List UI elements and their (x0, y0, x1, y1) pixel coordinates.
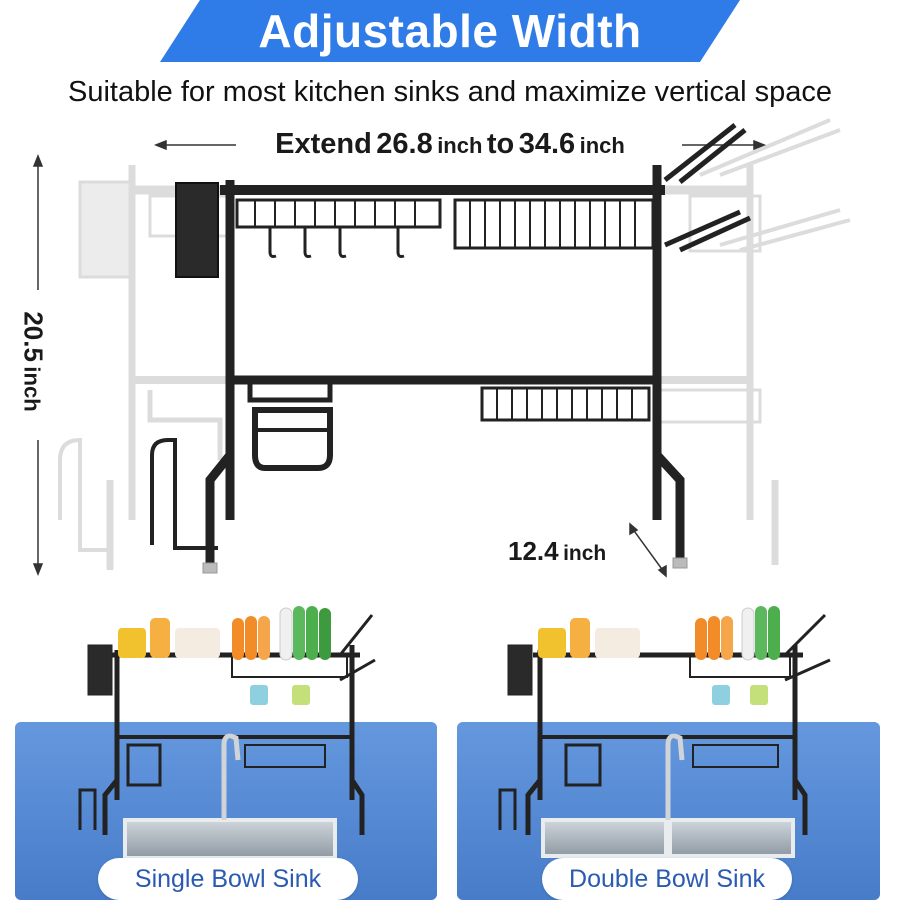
height-dimension-label: 20.5 inch (18, 267, 49, 457)
page-title: Adjustable Width (258, 5, 642, 57)
depth-unit: inch (563, 542, 607, 565)
double-sink-basin-right (668, 818, 795, 858)
single-bowl-sink-label: Single Bowl Sink (98, 858, 358, 900)
width-max-value: 34.6 (518, 128, 576, 160)
depth-value: 12.4 (508, 536, 559, 566)
faucet-single (221, 733, 241, 820)
main-rack (150, 123, 752, 574)
width-unit-2: inch (579, 133, 625, 158)
depth-dimension-line (629, 522, 667, 578)
width-unit-1: inch (437, 133, 483, 158)
width-min-value: 26.8 (376, 128, 433, 160)
double-sink-basin-left (541, 818, 668, 858)
title-banner (160, 0, 740, 62)
width-to: to (486, 128, 515, 160)
height-unit: inch (19, 366, 45, 412)
page-subtitle: Suitable for most kitchen sinks and maxi… (68, 76, 832, 108)
width-dimension-line (153, 139, 767, 151)
depth-dimension-label: 12.4 inch (508, 536, 606, 567)
faucet-double (665, 733, 685, 820)
height-value: 20.5 (18, 311, 49, 362)
width-prefix: Extend (275, 128, 372, 160)
double-bowl-sink-label: Double Bowl Sink (542, 858, 792, 900)
width-dimension-label: Extend 26.8 inch to 34.6 inch (0, 128, 900, 161)
plates-double (538, 606, 780, 705)
plates-single (118, 606, 331, 705)
single-sink-basin (123, 818, 337, 860)
height-dimension-line (32, 153, 44, 577)
